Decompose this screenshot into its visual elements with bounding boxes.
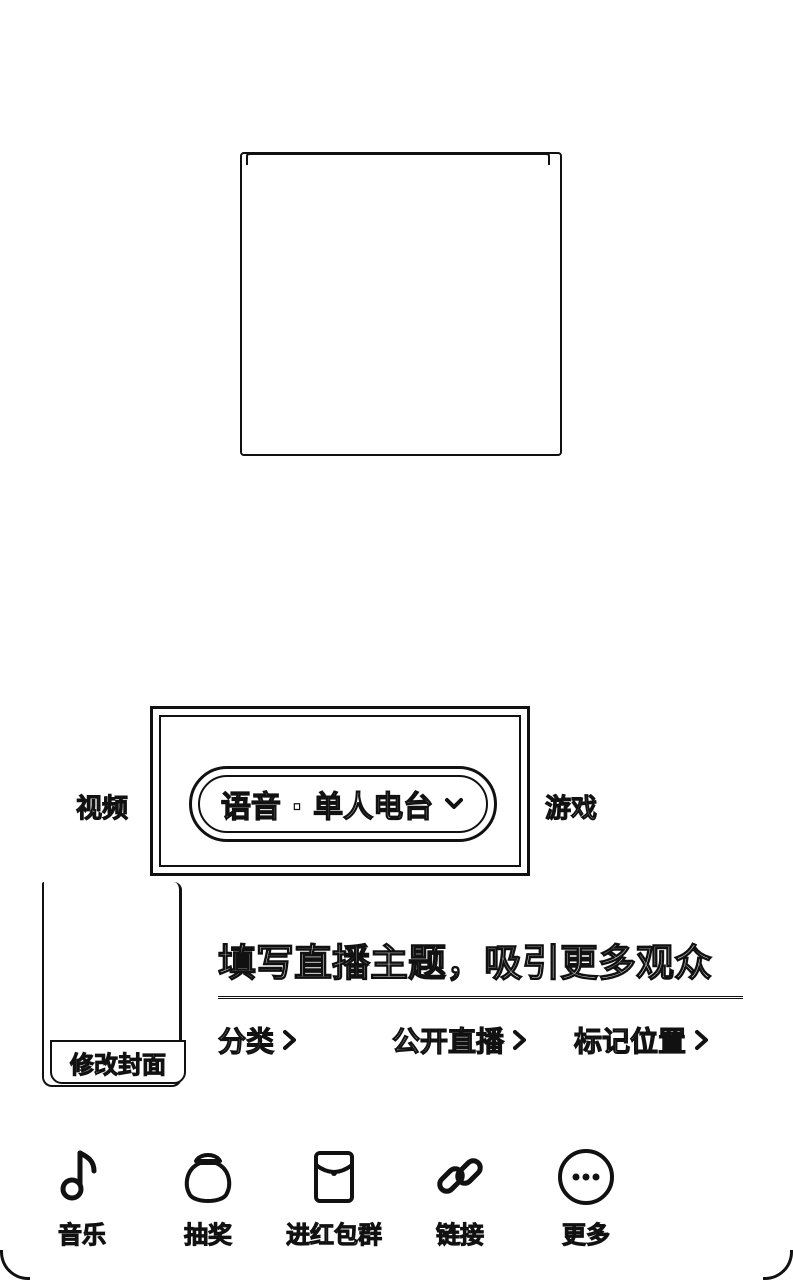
link-icon — [437, 1158, 483, 1194]
edit-cover-button[interactable]: 修改封面 — [50, 1040, 186, 1084]
more-dots-icon — [558, 1149, 614, 1205]
mode-dropdown-button[interactable]: 语音 · 单人电台 — [189, 766, 497, 842]
category-label: 分类 — [217, 1024, 275, 1058]
edit-cover-label: 修改封面 — [70, 1050, 167, 1079]
toolbar-music-button[interactable]: 音乐 — [32, 1145, 132, 1250]
chevron-right-icon — [283, 1030, 297, 1050]
visibility-option[interactable]: 公开直播 — [391, 1020, 530, 1060]
visibility-label: 公开直播 — [391, 1024, 505, 1058]
music-note-icon — [60, 1150, 97, 1201]
screen-corner-right — [763, 1250, 793, 1280]
toolbar-lottery-button[interactable]: 抽奖 — [158, 1145, 258, 1250]
red-envelope-icon — [314, 1151, 354, 1203]
chevron-right-icon — [695, 1030, 709, 1050]
chevron-down-icon — [445, 798, 464, 809]
toolbar-link-label: 链接 — [436, 1221, 485, 1250]
mode-option-game[interactable]: 游戏 — [544, 794, 598, 825]
lottery-bag-icon — [184, 1153, 232, 1203]
toolbar-lottery-label: 抽奖 — [184, 1221, 233, 1250]
toolbar-more-label: 更多 — [562, 1221, 611, 1250]
toolbar-link-button[interactable]: 链接 — [410, 1145, 510, 1250]
chevron-right-icon — [513, 1030, 527, 1050]
mode-selector-frame — [150, 706, 530, 876]
toolbar-redpacket-group-label: 进红包群 — [286, 1221, 383, 1250]
location-option[interactable]: 标记位置 — [573, 1020, 712, 1060]
mode-dropdown-label: 语音 · 单人电台 — [220, 789, 434, 825]
live-preview-frame — [240, 152, 562, 456]
live-title-input[interactable] — [218, 930, 743, 999]
screen-corner-left — [0, 1250, 30, 1280]
toolbar-redpacket-group-button[interactable]: 进红包群 — [284, 1145, 384, 1250]
mode-option-video[interactable]: 视频 — [75, 794, 129, 825]
category-option[interactable]: 分类 — [217, 1020, 300, 1060]
toolbar-music-label: 音乐 — [58, 1221, 107, 1250]
toolbar-more-button[interactable]: 更多 — [536, 1145, 636, 1250]
location-label: 标记位置 — [573, 1024, 687, 1058]
